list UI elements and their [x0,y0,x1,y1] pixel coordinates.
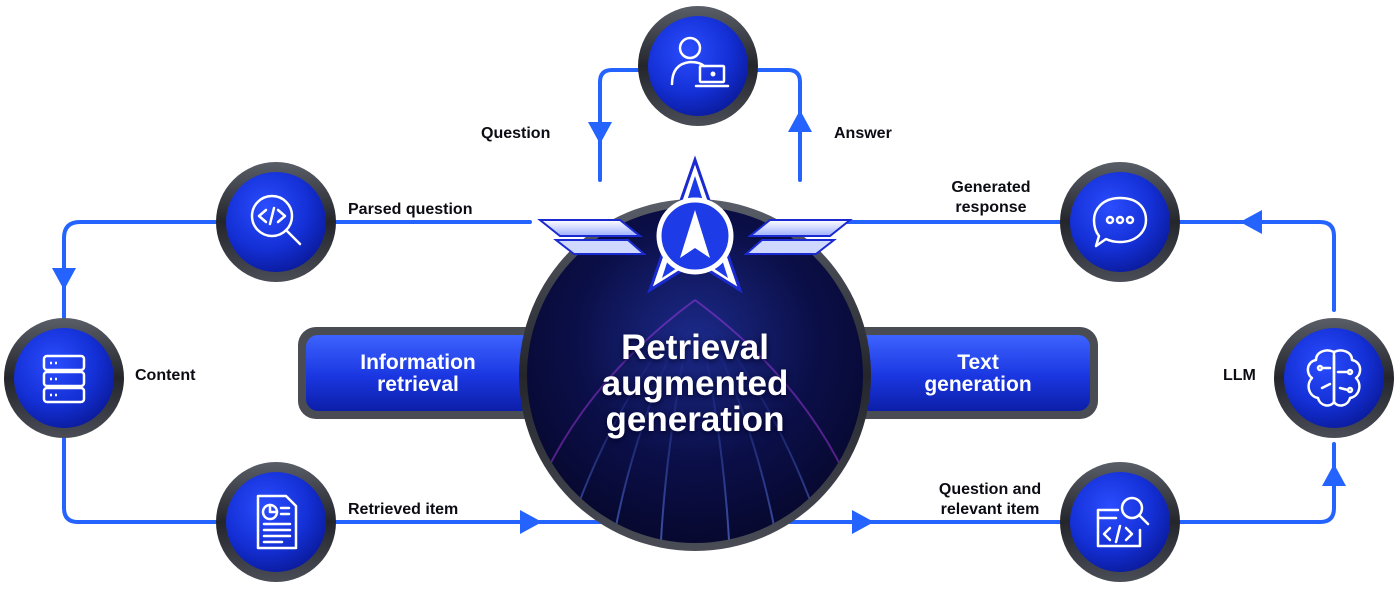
hub-title-line2: augmented [601,364,789,403]
text-generation-bar [798,327,1098,419]
information-retrieval-label: Information retrieval [306,352,530,396]
arrow-up-llm [1322,464,1346,486]
server-database-icon [42,354,86,404]
winged-compass-logo [537,155,853,294]
hub-title-line3: generation [605,400,785,439]
label-generated-response-line2: response [955,199,1027,216]
chat-bubble-icon [1092,196,1148,248]
label-generated-response-line1: Generated [951,179,1031,196]
label-answer: Answer [834,125,892,142]
arrow-right-retrieved [520,510,542,534]
connector-content-down [62,434,222,524]
generated-node [1060,162,1180,282]
text-generation-line1: Text [957,351,999,374]
text-generation-label: Text generation [866,352,1090,396]
code-window-search-icon [1096,496,1150,548]
label-retrieved-item: Retrieved item [348,501,459,518]
relevant-node [1060,462,1180,582]
label-content: Content [135,367,196,384]
llm-node [1274,318,1394,438]
label-generated-response: Generated response [926,178,1056,218]
document-chart-icon [256,494,298,550]
retrieved-node [216,462,336,582]
hub-title: Retrieval augmented generation [555,330,835,438]
label-question-relevant-line1: Question and [938,481,1042,498]
connector-to-generated [1176,220,1336,312]
code-search-icon [250,194,302,246]
user-laptop-icon [670,36,730,88]
label-question: Question [481,125,551,142]
arrow-right-relevant [852,510,874,534]
arrow-down-content [52,268,76,290]
arrow-down-question [588,122,612,144]
connector-question [598,68,650,182]
arrow-up-answer [788,110,812,132]
connector-answer [746,68,802,182]
label-question-relevant-line2: relevant item [940,501,1040,518]
user-node [638,6,758,126]
label-llm: LLM [1223,367,1256,384]
hub-title-line1: Retrieval [621,328,769,367]
label-question-relevant: Question and relevant item [916,480,1064,520]
connector-to-content [62,220,222,322]
connector-llm-down [1176,442,1336,524]
arrow-left-generated [1240,210,1262,234]
information-retrieval-line1: Information [360,351,476,374]
parse-node [216,162,336,282]
content-node [4,318,124,438]
information-retrieval-line2: retrieval [377,373,459,396]
brain-circuit-icon [1306,349,1362,407]
label-parsed-question: Parsed question [348,201,473,218]
text-generation-line2: generation [924,373,1032,396]
